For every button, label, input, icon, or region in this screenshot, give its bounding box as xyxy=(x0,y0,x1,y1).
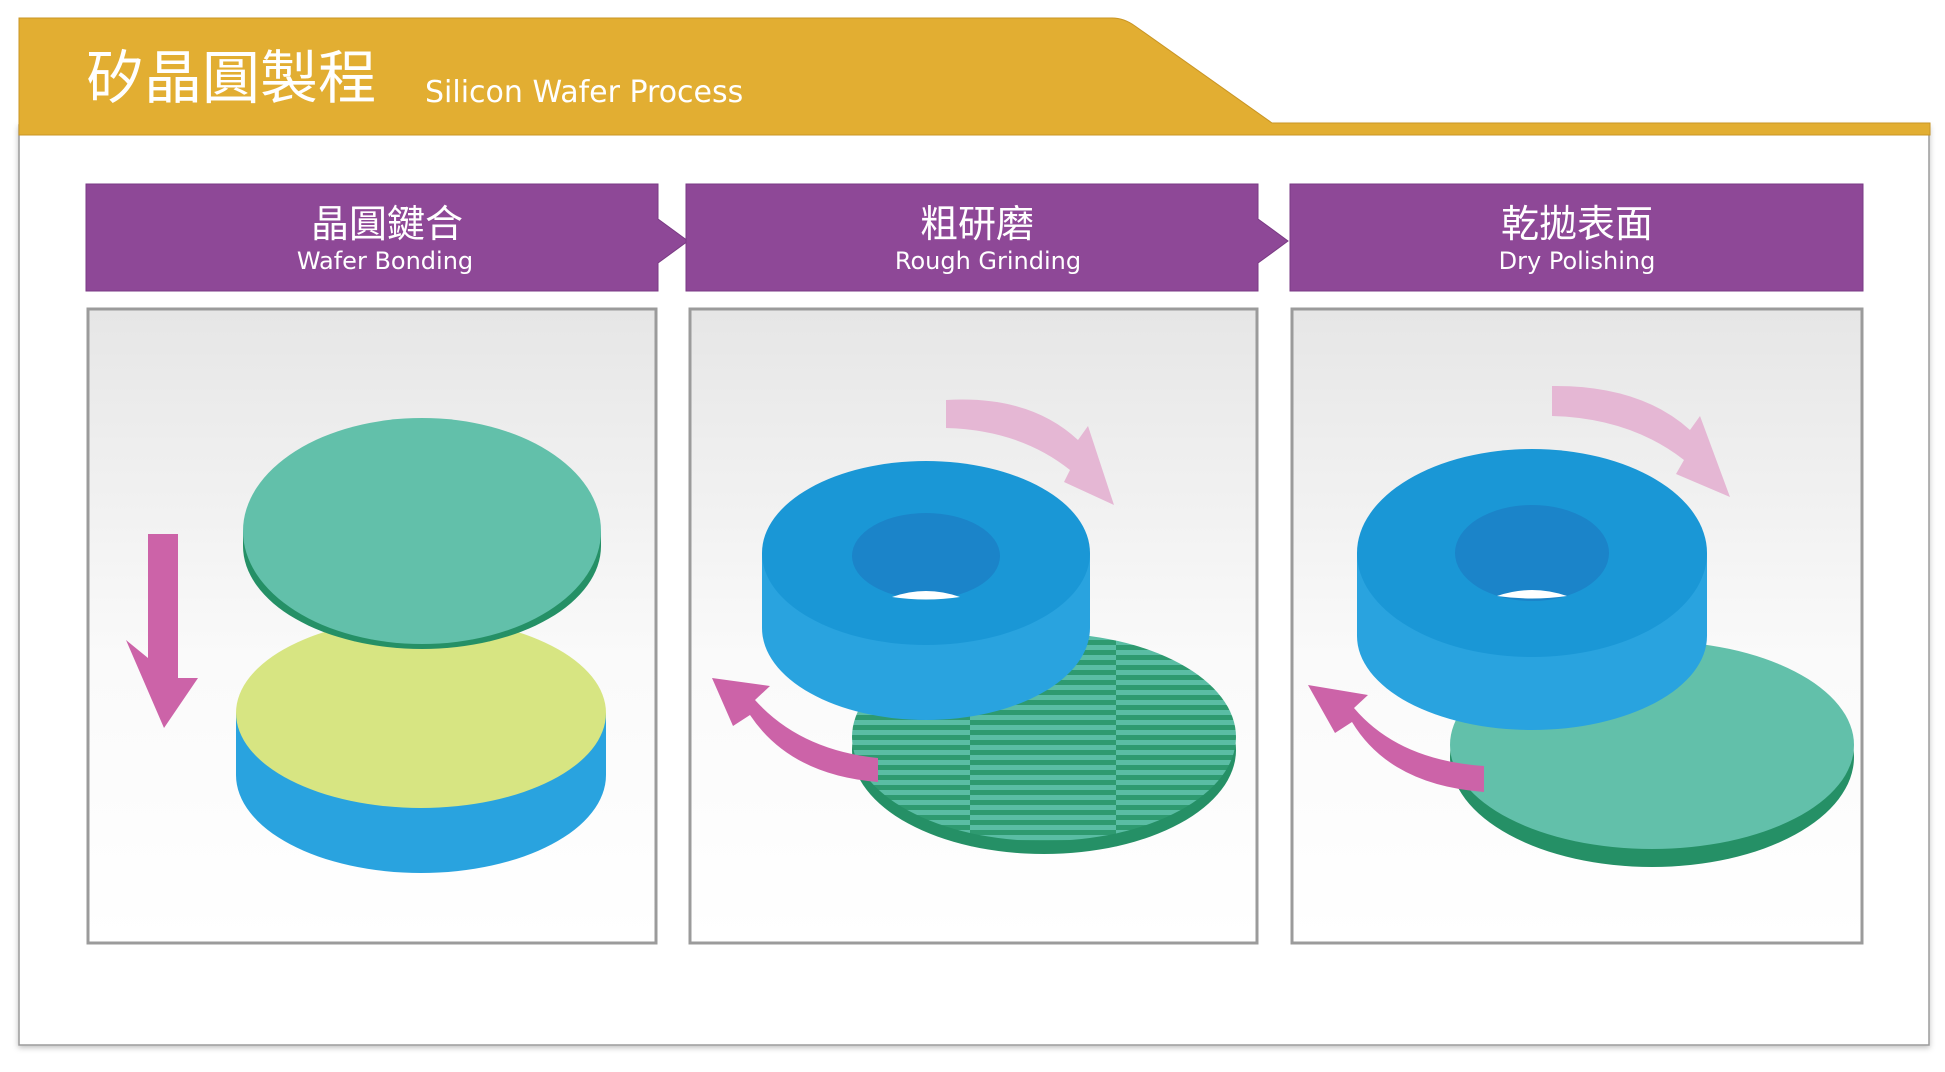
grinding-wheel xyxy=(762,461,1090,720)
header-title-en: Silicon Wafer Process xyxy=(425,75,743,110)
step-banner-3: 乾拋表面 Dry Polishing xyxy=(1289,183,1864,292)
panel-wafer-bonding xyxy=(86,307,658,945)
rotation-arrow-icon xyxy=(1552,385,1730,497)
panel-rough-grinding xyxy=(688,307,1259,945)
step-banner-1: 晶圓鍵合 Wafer Bonding xyxy=(85,183,689,292)
step-banner-2: 粗研磨 Rough Grinding xyxy=(685,183,1289,292)
step-2-title-en: Rough Grinding xyxy=(895,247,1081,275)
top-wafer xyxy=(243,418,601,649)
step-3-title-zh: 乾拋表面 xyxy=(1501,202,1653,246)
header-title-zh: 矽晶圓製程 xyxy=(86,44,376,112)
rotation-arrow-icon xyxy=(712,678,878,782)
polishing-wheel xyxy=(1357,449,1707,730)
header-tab: 矽晶圓製程 Silicon Wafer Process xyxy=(18,17,1931,136)
rotation-arrow-icon xyxy=(946,399,1114,505)
down-arrow-icon xyxy=(126,534,198,728)
step-1-title-zh: 晶圓鍵合 xyxy=(311,202,463,246)
step-1-title-en: Wafer Bonding xyxy=(297,247,473,275)
step-2-title-zh: 粗研磨 xyxy=(920,202,1034,246)
bottom-wafer xyxy=(236,618,606,873)
panel-dry-polishing xyxy=(1290,307,1864,945)
step-3-title-en: Dry Polishing xyxy=(1499,247,1656,275)
rotation-arrow-icon xyxy=(1308,685,1484,792)
